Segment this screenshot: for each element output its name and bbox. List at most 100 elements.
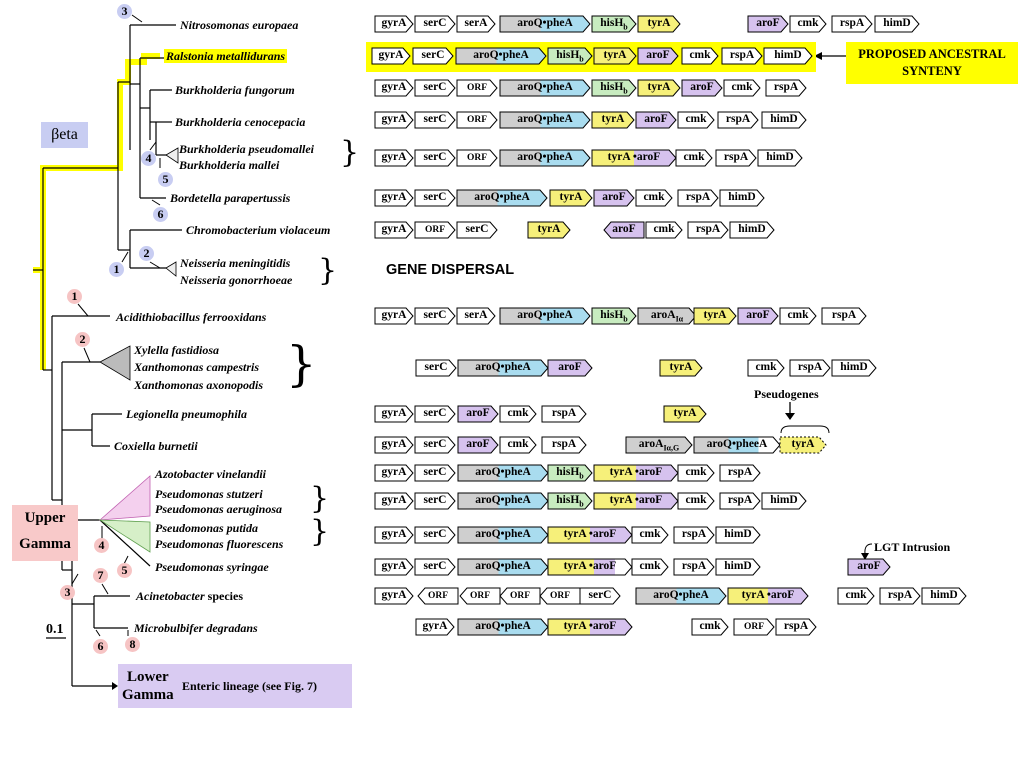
serC-gene: serC (415, 359, 457, 377)
tyrA-gene: tyrA (591, 111, 635, 129)
gyrA-gene: gyrA (374, 587, 414, 605)
brace: } (318, 253, 338, 288)
ORF-gene: ORF (459, 587, 501, 605)
cmk-gene: cmk (499, 405, 537, 423)
tyrAaroFpseudo-gene: tyrA •aroF (547, 558, 633, 576)
serC-gene: serC (414, 307, 456, 325)
node-badge: 5 (158, 172, 173, 187)
aroQpheA-gene: aroQ•pheA (457, 359, 549, 377)
himD-gene: himD (874, 15, 920, 33)
taxon-label: Chromobacterium violaceum (186, 223, 331, 237)
cmk-gene: cmk (645, 221, 683, 239)
aroQpheA-gene: aroQ•pheA (457, 526, 549, 544)
cmk-gene: cmk (499, 436, 537, 454)
aroQpheA-gene: aroQ•pheA (499, 111, 591, 129)
cmk-gene: cmk (677, 492, 715, 510)
cmk-gene: cmk (631, 526, 669, 544)
taxon-label: Burkholderia mallei (179, 158, 280, 172)
rspA-gene: rspA (719, 492, 761, 510)
taxon-label: Pseudomonas putida (155, 521, 259, 535)
himD-gene: himD (729, 221, 775, 239)
hisH-gene: hisHb (547, 47, 593, 65)
cmk-gene: cmk (675, 149, 713, 167)
himD-gene: himD (763, 47, 813, 65)
rspA-gene: rspA (541, 405, 587, 423)
node-badge: 2 (75, 332, 90, 347)
taxon-label: Microbulbifer degradans (134, 621, 258, 635)
himD-gene: himD (757, 149, 803, 167)
serC-gene: serC (412, 47, 454, 65)
aroF-gene: aroF (635, 111, 677, 129)
gyrA-gene: gyrA (374, 464, 414, 482)
aroQpheA-gene: aroQ•pheA (457, 464, 549, 482)
serC-gene: serC (414, 79, 456, 97)
serC-gene: serC (579, 587, 621, 605)
cmk-gene: cmk (723, 79, 761, 97)
taxon-label: Xanthomonas campestris (134, 360, 260, 374)
ORF-gene: ORF (733, 618, 775, 636)
node-badge: 1 (109, 262, 124, 277)
aroQpheA-gene: aroQ•pheA (499, 307, 591, 325)
gyrA-gene: gyrA (374, 492, 414, 510)
hisH-gene: hisHb (591, 79, 637, 97)
tyrAaroF-gene: tyrA •aroF (547, 618, 633, 636)
cmk-gene: cmk (677, 111, 715, 129)
taxon-label: Bordetella parapertussis (170, 191, 291, 205)
arrow-down-icon (861, 543, 873, 560)
rspA-gene: rspA (879, 587, 921, 605)
brace: } (340, 135, 360, 170)
hisH-gene: hisHb (591, 15, 637, 33)
aroAG-gene: aroAIα,G (625, 436, 693, 454)
cmk-gene: cmk (691, 618, 729, 636)
gyrA-gene: gyrA (415, 618, 455, 636)
himD-gene: himD (715, 558, 761, 576)
taxon-label: Acinetobacter species (136, 589, 243, 603)
node-badge: 8 (125, 637, 140, 652)
tyrA-gene: tyrA (549, 189, 593, 207)
gyrA-gene: gyrA (374, 111, 414, 129)
cmk-gene: cmk (789, 15, 827, 33)
taxon-label: Azotobacter vinelandii (155, 467, 266, 481)
pseudogene-bracket (780, 425, 830, 434)
tyrA-gene: tyrA (637, 15, 681, 33)
serC-gene: serC (414, 436, 456, 454)
tyrA-gene: tyrA (593, 47, 637, 65)
aroF-gene: aroF (637, 47, 679, 65)
tyrA-gene: tyrA (779, 436, 827, 454)
aroF-gene: aroF (847, 558, 891, 576)
himD-gene: himD (831, 359, 877, 377)
himD-gene: himD (715, 526, 761, 544)
rspA-gene: rspA (719, 464, 761, 482)
cmk-gene: cmk (779, 307, 817, 325)
tyrA-gene: tyrA (637, 79, 681, 97)
serC-gene: serC (414, 464, 456, 482)
rspA-gene: rspA (673, 526, 715, 544)
rspA-gene: rspA (541, 436, 587, 454)
node-badge: 7 (93, 568, 108, 583)
tyrA-gene: tyrA (659, 359, 703, 377)
taxon-label: Xanthomonas axonopodis (134, 378, 264, 392)
taxon-label: Acidithiobacillus ferrooxidans (116, 310, 267, 324)
arrow-down-icon (785, 402, 795, 420)
ORF-gene: ORF (417, 587, 459, 605)
gyrA-gene: gyrA (374, 149, 414, 167)
aroQpheA-gene: aroQ•pheA (499, 15, 591, 33)
brace: } (310, 481, 330, 516)
ORF-gene: ORF (499, 587, 541, 605)
cmk-gene: cmk (635, 189, 673, 207)
aroF-gene: aroF (681, 79, 723, 97)
taxon-label: Burkholderia pseudomallei (179, 142, 315, 156)
taxon-label: Xylella fastidiosa (134, 343, 219, 357)
tyrAaroF-gene: tyrA •aroF (727, 587, 809, 605)
taxon-label: Burkholderia fungorum (175, 83, 295, 97)
aroA-gene: aroAIα (637, 307, 697, 325)
gyrA-gene: gyrA (374, 558, 414, 576)
collapsed-clades (98, 147, 179, 553)
gyrA-gene: gyrA (374, 221, 414, 239)
gyrA-gene: gyrA (374, 307, 414, 325)
aroF-gene: aroF (737, 307, 779, 325)
serA-gene: serA (456, 15, 496, 33)
aroQpheA-gene: aroQ•pheA (635, 587, 727, 605)
taxon-label: Coxiella burnetii (114, 439, 198, 453)
